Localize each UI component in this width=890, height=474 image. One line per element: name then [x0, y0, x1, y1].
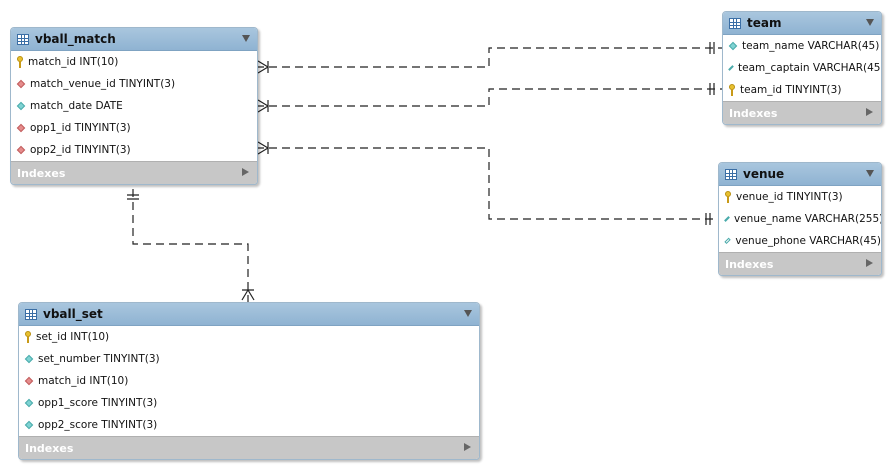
column-row[interactable]: venue_phone VARCHAR(45) — [719, 230, 881, 252]
column-row[interactable]: set_number TINYINT(3) — [19, 348, 479, 370]
indexes-section[interactable]: Indexes — [11, 161, 257, 184]
column-row[interactable]: opp2_id TINYINT(3) — [11, 139, 257, 161]
column-row[interactable]: opp1_score TINYINT(3) — [19, 392, 479, 414]
expand-arrow-icon[interactable] — [866, 108, 873, 116]
not-null-diamond-icon — [724, 216, 730, 222]
table-header[interactable]: vball_set — [19, 303, 479, 326]
column-row[interactable]: match_venue_id TINYINT(3) — [11, 73, 257, 95]
column-label: set_number TINYINT(3) — [38, 353, 160, 365]
column-label: venue_id TINYINT(3) — [736, 191, 843, 203]
indexes-label: Indexes — [17, 166, 66, 180]
collapse-arrow-icon[interactable] — [464, 310, 472, 317]
relationship-match-team-opp1 — [256, 47, 722, 68]
key-icon — [725, 191, 732, 203]
column-label: opp1_score TINYINT(3) — [38, 397, 158, 409]
column-row[interactable]: venue_id TINYINT(3) — [719, 186, 881, 208]
expand-arrow-icon[interactable] — [464, 443, 471, 451]
column-label: match_id INT(10) — [38, 375, 129, 387]
expand-arrow-icon[interactable] — [242, 168, 249, 176]
column-label: set_id INT(10) — [36, 331, 110, 343]
foreign-key-diamond-icon — [24, 376, 34, 386]
column-row[interactable]: team_name VARCHAR(45) — [723, 35, 881, 57]
table-venue[interactable]: venue venue_id TINYINT(3) venue_name VAR… — [718, 162, 882, 276]
crows-foot-set — [241, 289, 255, 301]
table-icon — [17, 33, 29, 45]
key-icon — [729, 84, 736, 96]
nullable-diamond-icon — [724, 237, 732, 245]
column-row[interactable]: match_id INT(10) — [19, 370, 479, 392]
indexes-section[interactable]: Indexes — [19, 436, 479, 459]
column-label: venue_name VARCHAR(255) — [734, 213, 882, 225]
table-vball-set[interactable]: vball_set set_id INT(10) set_number TINY… — [18, 302, 480, 460]
indexes-section[interactable]: Indexes — [723, 101, 881, 124]
table-name: vball_set — [43, 307, 103, 321]
column-label: opp1_id TINYINT(3) — [30, 122, 131, 134]
key-icon — [17, 56, 24, 68]
table-name: venue — [743, 167, 785, 181]
table-header[interactable]: team — [723, 12, 881, 35]
one-marker-venue — [705, 213, 711, 225]
column-row[interactable]: match_date DATE — [11, 95, 257, 117]
expand-arrow-icon[interactable] — [866, 259, 873, 267]
column-row[interactable]: match_id INT(10) — [11, 51, 257, 73]
column-row[interactable]: team_id TINYINT(3) — [723, 79, 881, 101]
table-icon — [729, 17, 741, 29]
table-vball-match[interactable]: vball_match match_id INT(10) match_venue… — [10, 27, 258, 185]
table-icon — [25, 308, 37, 320]
column-label: opp2_score TINYINT(3) — [38, 419, 158, 431]
table-team[interactable]: team team_name VARCHAR(45) team_captain … — [722, 11, 882, 125]
not-null-diamond-icon — [24, 398, 34, 408]
column-row[interactable]: set_id INT(10) — [19, 326, 479, 348]
one-marker-match — [127, 194, 139, 200]
column-label: team_id TINYINT(3) — [740, 84, 842, 96]
table-header[interactable]: vball_match — [11, 28, 257, 51]
not-null-diamond-icon — [16, 101, 26, 111]
relationship-match-set — [132, 189, 249, 302]
not-null-diamond-icon — [728, 41, 738, 51]
nullable-diamond-icon — [728, 65, 734, 71]
indexes-label: Indexes — [729, 106, 778, 120]
table-name: vball_match — [35, 32, 116, 46]
column-label: match_venue_id TINYINT(3) — [30, 78, 176, 90]
column-row[interactable]: opp2_score TINYINT(3) — [19, 414, 479, 436]
column-row[interactable]: venue_name VARCHAR(255) — [719, 208, 881, 230]
not-null-diamond-icon — [24, 354, 34, 364]
collapse-arrow-icon[interactable] — [866, 19, 874, 26]
collapse-arrow-icon[interactable] — [242, 35, 250, 42]
column-label: venue_phone VARCHAR(45) — [735, 235, 881, 247]
column-label: team_name VARCHAR(45) — [742, 40, 880, 52]
one-marker-team-2 — [709, 83, 715, 95]
relationship-match-team-opp2 — [256, 88, 722, 107]
crows-foot-many-1 — [257, 60, 269, 74]
relationship-match-venue — [256, 147, 718, 220]
column-row[interactable]: opp1_id TINYINT(3) — [11, 117, 257, 139]
key-icon — [25, 331, 32, 343]
indexes-section[interactable]: Indexes — [719, 252, 881, 275]
indexes-label: Indexes — [25, 441, 74, 455]
column-label: team_captain VARCHAR(45) — [738, 62, 882, 74]
table-header[interactable]: venue — [719, 163, 881, 186]
indexes-label: Indexes — [725, 257, 774, 271]
foreign-key-diamond-icon — [16, 79, 26, 89]
foreign-key-diamond-icon — [16, 145, 26, 155]
collapse-arrow-icon[interactable] — [866, 170, 874, 177]
foreign-key-diamond-icon — [16, 123, 26, 133]
table-icon — [725, 168, 737, 180]
one-marker-team-1 — [709, 42, 715, 54]
crows-foot-many-2 — [257, 99, 269, 113]
crows-foot-many-3 — [257, 141, 269, 155]
column-label: match_id INT(10) — [28, 56, 119, 68]
column-label: match_date DATE — [30, 100, 123, 112]
column-label: opp2_id TINYINT(3) — [30, 144, 131, 156]
table-name: team — [747, 16, 782, 30]
column-row[interactable]: team_captain VARCHAR(45) — [723, 57, 881, 79]
not-null-diamond-icon — [24, 420, 34, 430]
